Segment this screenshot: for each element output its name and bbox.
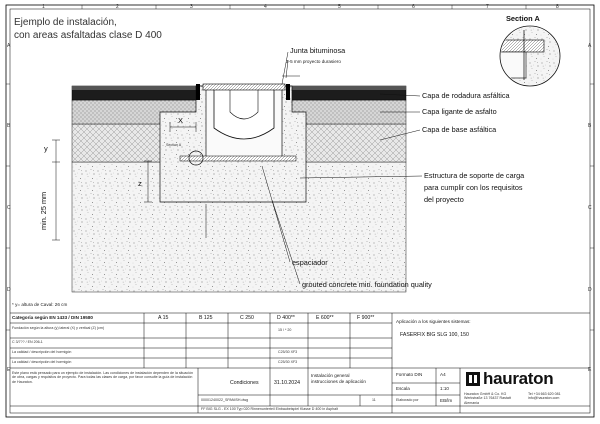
base-layer-label: Capa de base asfáltica (422, 125, 497, 134)
grid-letter-b-right: B (588, 123, 592, 129)
format-label: Formato DIN (396, 372, 423, 377)
grid-letter-a: A (7, 43, 11, 49)
grid-letter-b: B (7, 123, 11, 129)
class-f900: F 900** (357, 315, 375, 321)
table-row-4-label: La calidad / descripción del hormigón (12, 360, 72, 364)
grid-number-7: 7 (486, 4, 489, 10)
spacer-bar (179, 155, 297, 162)
joint-label: Junta bituminosa (290, 46, 346, 55)
table-header-category: Categoria según EN 1433 / DIN 19580 (12, 315, 93, 320)
conditions-label: Condiciones (230, 380, 259, 386)
grid-letter-c-right: C (588, 205, 592, 211)
bitumen-joint-left (196, 84, 200, 100)
grid-number-8: 8 (556, 4, 559, 10)
table-row-3-d400: C25/30 XF3 (278, 350, 298, 354)
hauraton-logo-mark (466, 372, 480, 386)
drawing-title-line1: Ejemplo de instalación, (14, 17, 117, 28)
sheet-inner-border (9, 8, 591, 414)
table-row-3-label: La calidad / descripción del hormigón (12, 350, 72, 354)
author-value: EB/lm (440, 398, 453, 403)
scale-label: Escala (396, 386, 410, 391)
structure-label-line3: del proyecto (424, 195, 464, 204)
instructions-line1: Instalación general (311, 373, 350, 378)
grid-number-3: 3 (190, 4, 193, 10)
class-b125: B 125 (199, 315, 213, 321)
binder-layer-label: Capa ligante de asfalto (422, 107, 497, 116)
section-a-title: Section A (506, 14, 540, 23)
company-address: Hauraton GmbH & Co. KG Werkstraße 13 764… (464, 392, 511, 405)
table-row-1-label: Fundación según la altura (y) lateral (X… (12, 326, 105, 330)
section-a-circle (188, 150, 204, 166)
author-label: Elaborado por (396, 398, 419, 402)
scale-value: 1:10 (440, 386, 449, 391)
dimension-lines (52, 75, 300, 241)
sheet-number: 11 (372, 398, 376, 402)
class-d400: D 400** (277, 315, 295, 321)
section-a-marker: Section A (166, 143, 182, 147)
grid-number-4: 4 (264, 4, 267, 10)
grid-letter-c: C (7, 205, 11, 211)
depth-note-label: 3-5 mm proyecto durasiero (286, 59, 341, 64)
grid-ticks (6, 5, 594, 331)
leader-lines (261, 51, 423, 285)
grid-letter-a-right: A (588, 43, 592, 49)
bitumen-joint-right (286, 84, 290, 100)
applies-label: Aplicación a los siguientes sistemas: (396, 319, 471, 324)
grid-number-2: 2 (116, 4, 119, 10)
company-contact: Tel +34 663 620 081 info@hauraton.com (528, 392, 561, 401)
grid-letter-d-right: D (588, 287, 592, 293)
spacer-label: espaciador (292, 258, 328, 267)
instructions-line2: instrucciones de aplicación (311, 379, 366, 384)
dimension-x: X (178, 116, 184, 125)
class-c250: C 250 (240, 315, 254, 321)
drawing-code: FF BIG SLG - EX 100 Typ 020 Rinnenuntert… (201, 407, 338, 411)
dimension-z: z (138, 179, 142, 188)
grid-letter-e-right: E (588, 367, 592, 373)
surface-layer-label: Capa de rodadura asfáltica (422, 91, 510, 100)
product-name: FASERFIX BIG SLG 100, 150 (400, 332, 469, 338)
class-e600: E 600** (316, 315, 334, 321)
channel-inner (229, 88, 259, 120)
grid-number-1: 1 (42, 4, 45, 10)
class-a15: A 15 (158, 315, 169, 321)
format-value: A4 (440, 372, 446, 377)
dimension-min: min. 25 mm (39, 191, 48, 230)
structure-label-line2: para cumplir con los requisitos (424, 183, 523, 192)
grid-letter-d: D (7, 287, 11, 293)
brand-logo: hauraton (483, 369, 554, 388)
table-row-1-d400: 15 / * 20 (278, 328, 292, 332)
grid-number-5: 5 (338, 4, 341, 10)
grout-label: grouted concrete min. foundation quality (302, 280, 432, 289)
table-row-2-label: C 3/7?? / EN 206-1 (12, 340, 43, 344)
title-block (10, 312, 590, 413)
grid-number-6: 6 (412, 4, 415, 10)
file-name: 00001240022_SPANISH.dwg (201, 398, 249, 402)
structure-label-line1: Estructura de soporte de carga (424, 171, 525, 180)
channel-trough (213, 88, 275, 140)
sheet-border (5, 4, 595, 418)
footnote: * y= altura de Caval: 26 cm (12, 302, 68, 307)
grating (202, 83, 286, 91)
table-disclaimer: Este plano está pensado para un ejemplo … (12, 371, 194, 384)
date-value: 31.10.2024 (274, 380, 300, 386)
drawing-title-line2: con areas asfaltadas clase D 400 (14, 30, 162, 41)
table-row-4-d400: C25/30 XF3 (278, 360, 298, 364)
grid-letter-e: E (7, 367, 11, 373)
dimension-y: y (44, 144, 48, 153)
